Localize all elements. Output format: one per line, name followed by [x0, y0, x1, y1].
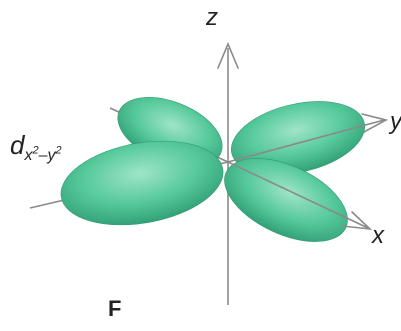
y-axis-label: y	[390, 108, 401, 136]
subscript-exp-2: 2	[56, 145, 62, 157]
z-axis-label: z	[206, 4, 218, 32]
orbital-label: dx2–y2	[10, 130, 62, 165]
panel-label: F	[108, 296, 121, 322]
x-axis-label: x	[372, 222, 384, 250]
subscript-base-2: y	[48, 147, 56, 164]
subscript-sep: –	[39, 147, 48, 164]
orbital-prefix: d	[10, 130, 24, 160]
orbital-subscript: x2–y2	[24, 147, 61, 164]
